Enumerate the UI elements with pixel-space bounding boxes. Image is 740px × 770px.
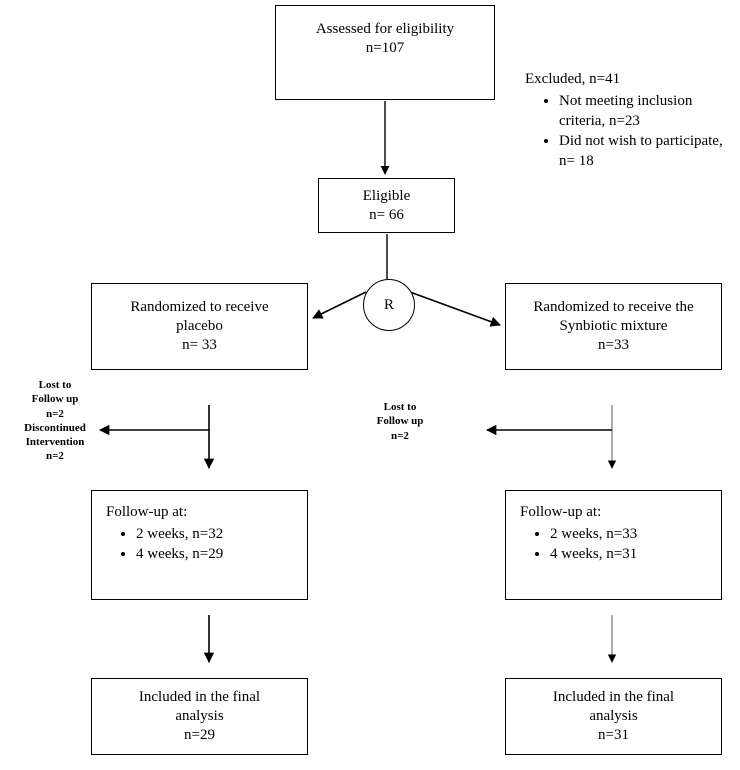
list-item: Did not wish to participate, n= 18 [559,131,730,172]
final-left-line1: Included in the final [138,689,261,706]
node-final-analysis-placebo: Included in the final analysis n=29 [91,678,308,755]
randomization-label: R [383,296,394,313]
excluded-heading: Excluded, n=41 [525,71,621,87]
list-item: 2 weeks, n=33 [550,524,721,544]
randomized-synbiotic-count: n=33 [598,336,629,353]
arrow-randomization-to-placebo [312,291,367,319]
lost-left-line3: n=2 [46,407,64,420]
assessed-count: n=107 [365,39,405,56]
lost-left-line6: n=2 [46,450,64,463]
randomized-placebo-line2: placebo [176,318,223,335]
list-item: Not meeting inclusion criteria, n=23 [559,91,730,132]
eligible-label: Eligible [362,187,411,204]
lost-right-line3: n=2 [391,429,409,442]
final-left-line2: analysis [175,708,224,725]
followup-left-list: 2 weeks, n=32 4 weeks, n=29 [106,524,307,565]
excluded-reason-list: Not meeting inclusion criteria, n=23 Did… [525,91,730,172]
list-item: 4 weeks, n=31 [550,544,721,564]
lost-right-line2: Follow up [376,415,424,428]
final-right-line2: analysis [589,708,638,725]
followup-right-list: 2 weeks, n=33 4 weeks, n=31 [520,524,721,565]
lost-left-line5: Intervention [25,436,85,449]
final-left-count: n=29 [184,726,215,743]
randomized-synbiotic-line2: Synbiotic mixture [559,318,668,335]
list-item: 4 weeks, n=29 [136,544,307,564]
randomized-synbiotic-line1: Randomized to receive the [533,299,694,316]
annotation-excluded: Excluded, n=41 Not meeting inclusion cri… [525,70,730,172]
node-final-analysis-synbiotic: Included in the final analysis n=31 [505,678,722,755]
lost-right-line1: Lost to [383,401,417,413]
node-assessed-for-eligibility: Assessed for eligibility n=107 [275,5,495,100]
node-randomized-placebo: Randomized to receive placebo n= 33 [91,283,308,370]
randomization-circle: R [363,279,415,331]
assessed-label: Assessed for eligibility [315,21,455,37]
node-followup-placebo: Follow-up at: 2 weeks, n=32 4 weeks, n=2… [91,490,308,600]
node-followup-synbiotic: Follow-up at: 2 weeks, n=33 4 weeks, n=3… [505,490,722,600]
final-right-count: n=31 [598,726,629,743]
node-eligible: Eligible n= 66 [318,178,455,233]
annotation-losses-placebo: Lost to Follow up n=2 Discontinued Inter… [10,378,100,464]
list-item: 2 weeks, n=32 [136,524,307,544]
eligible-count: n= 66 [369,206,404,223]
lost-left-line4: Discontinued [24,421,86,434]
followup-right-heading: Follow-up at: [520,504,602,520]
randomized-placebo-line1: Randomized to receive [130,299,269,316]
annotation-losses-synbiotic: Lost to Follow up n=2 [355,400,445,443]
randomized-placebo-count: n= 33 [182,336,217,353]
lost-left-line1: Lost to [38,379,72,391]
final-right-line1: Included in the final [552,689,675,706]
followup-left-heading: Follow-up at: [106,504,188,520]
arrow-randomization-to-synbiotic [409,291,501,327]
lost-left-line2: Follow up [31,393,79,406]
node-randomized-synbiotic: Randomized to receive the Synbiotic mixt… [505,283,722,370]
